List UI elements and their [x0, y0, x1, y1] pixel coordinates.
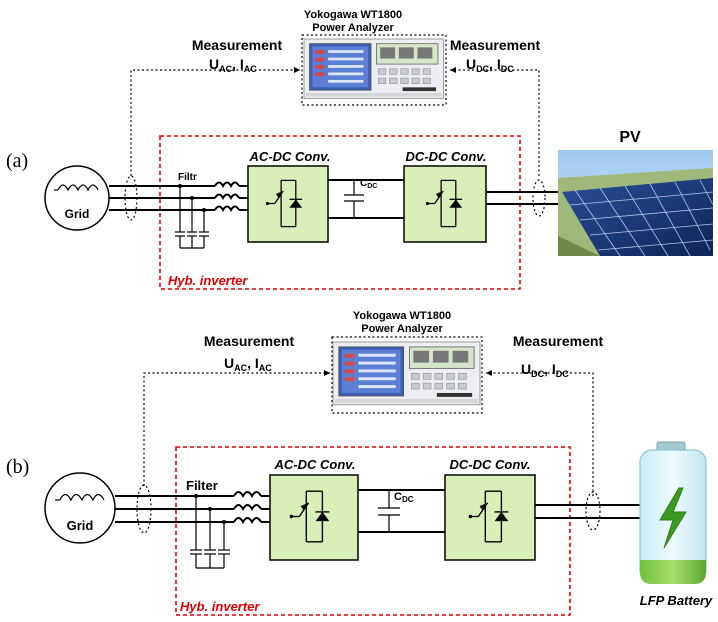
pv-panel-image [558, 150, 714, 257]
battery-icon [639, 441, 707, 584]
panel-a-acdc-label: AC-DC Conv. [249, 149, 331, 164]
panel-a-meas-left-title: Measurement [192, 37, 283, 53]
panel-a-meas-left-quantities: UAC, IAC [209, 56, 257, 74]
panel-a-filter-label: Filtr [178, 172, 197, 183]
panel-a-meas-right-title: Measurement [450, 37, 541, 53]
panel-a-analyzer-frame [301, 34, 447, 106]
panel-b-analyzer-frame [331, 336, 483, 414]
panel-b-dcdc-label: DC-DC Conv. [450, 457, 531, 472]
panel-b-acdc-label: AC-DC Conv. [274, 457, 356, 472]
panel-a-source-label: PV [619, 129, 641, 146]
panel-b-meas-left-quantities: UAC, IAC [224, 355, 272, 373]
panel-b-meas-right-title: Measurement [513, 333, 604, 349]
panel-a-inverter-box [159, 135, 521, 290]
panel-b-filter-label: Filter [186, 478, 218, 493]
panel-b-dc-probe [585, 491, 601, 531]
panel-a-analyzer-image [303, 38, 444, 99]
panel-b-grid-label: Grid [67, 518, 94, 533]
panel-b-meas-left-lead [143, 372, 330, 486]
panel-a-dc-probe [532, 179, 546, 217]
panel-a-cap-label: CDC [360, 178, 377, 190]
panel-b-inverter-label: Hyb. inverter [180, 599, 260, 614]
panel-a-inverter-label: Hyb. inverter [168, 273, 248, 288]
panel-b-label: (b) [6, 456, 29, 478]
panel-a-acdc-converter [247, 165, 329, 243]
panel-b-ac-probe [136, 484, 152, 534]
panel-b-analyzer-subtitle: Power Analyzer [361, 323, 443, 335]
panel-a-dcdc-label: DC-DC Conv. [406, 149, 487, 164]
panel-b-analyzer-image [332, 341, 481, 406]
panel-a-analyzer-title: Yokogawa WT1800 [304, 9, 402, 21]
panel-a-analyzer-subtitle: Power Analyzer [312, 22, 394, 34]
panel-b-cap-label: CDC [394, 491, 414, 504]
panel-a-dcdc-converter [403, 165, 487, 243]
panel-b-analyzer-title: Yokogawa WT1800 [353, 310, 451, 322]
panel-b-meas-right-lead [486, 372, 594, 496]
panel-b-source-label: LFP Battery [640, 593, 713, 608]
panel-a-grid-label: Grid [65, 207, 90, 221]
panel-b-meas-left-title: Measurement [204, 333, 295, 349]
panel-b-meas-right-quantities: UDC, IDC [521, 361, 569, 379]
panel-a: (a) Yokogawa WT1800 Power Analyzer Measu… [6, 9, 714, 290]
panel-b-inverter-box [175, 446, 571, 616]
panel-a-label: (a) [6, 150, 28, 172]
panel-a-meas-right-quantities: UDC, IDC [466, 56, 514, 74]
panel-b: (b) Yokogawa WT1800 Power Analyzer Measu… [6, 310, 713, 616]
panel-b-dcdc-converter [444, 474, 536, 561]
panel-a-ac-probe [124, 175, 138, 221]
panel-b-acdc-converter [269, 474, 359, 561]
